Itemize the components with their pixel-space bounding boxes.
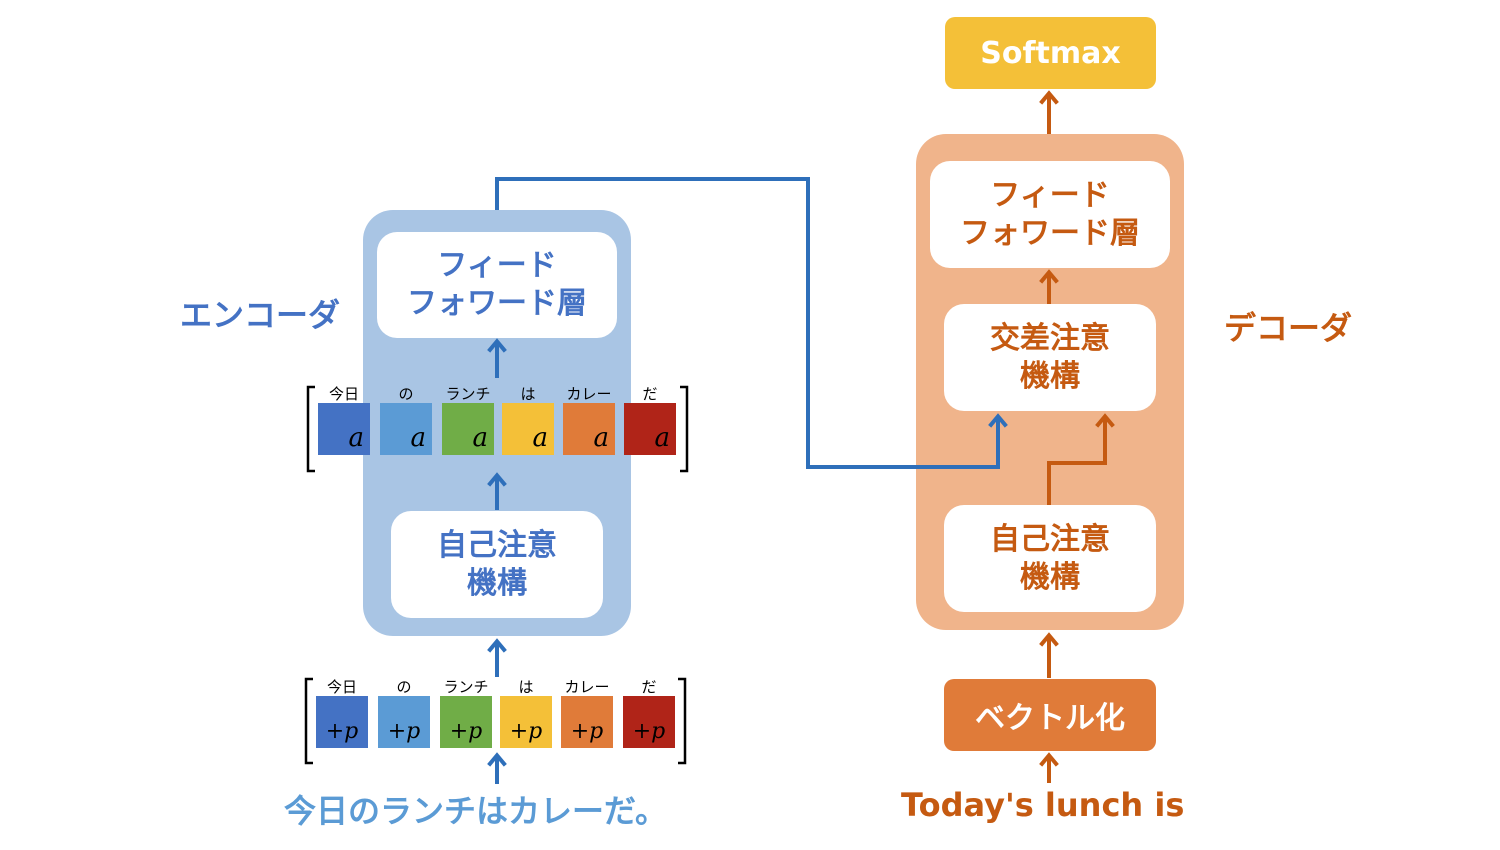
token-label: の <box>396 678 412 696</box>
decoder-self-attention-label: 自己注意 機構 <box>990 521 1110 595</box>
decoder-ffn-box: フィード フォワード層 <box>930 161 1170 268</box>
token-label: 今日 <box>326 678 357 696</box>
token-label: カレー <box>566 385 612 403</box>
token-box: a <box>563 403 615 455</box>
token-box: a <box>380 403 432 455</box>
token-box: +p <box>623 696 675 748</box>
token-label: カレー <box>564 678 610 696</box>
token-box: +p <box>316 696 368 748</box>
token-box: +p <box>561 696 613 748</box>
encoder-self-attention-label: 自己注意 機構 <box>437 527 557 601</box>
token-label: の <box>398 385 414 403</box>
softmax-box: Softmax <box>945 17 1156 89</box>
decoder-cross-attention-label: 交差注意 機構 <box>990 320 1110 394</box>
token-label: ランチ <box>443 678 489 696</box>
decoder-ffn-label: フィード フォワード層 <box>960 177 1140 251</box>
encoder-label: エンコーダ <box>180 296 341 334</box>
token-box: a <box>318 403 370 455</box>
decoder-self-attention-box: 自己注意 機構 <box>944 505 1156 612</box>
decoder-input-text: Today's lunch is <box>901 786 1185 824</box>
encoder-to-cross-attention-line <box>495 177 1008 469</box>
encoder-ffn-label: フィード フォワード層 <box>407 248 587 321</box>
token-label: 今日 <box>328 385 359 403</box>
bracket-left <box>304 677 313 765</box>
decoder-self-to-cross-line <box>1047 413 1115 505</box>
vectorize-label: ベクトル化 <box>975 701 1125 736</box>
token-label: だ <box>641 678 657 696</box>
token-box: +p <box>378 696 430 748</box>
token-label: は <box>518 678 534 696</box>
decoder-label: デコーダ <box>1224 309 1353 347</box>
token-box: a <box>502 403 554 455</box>
decoder-cross-attention-box: 交差注意 機構 <box>944 304 1156 411</box>
token-label: は <box>520 385 536 403</box>
token-box: a <box>624 403 676 455</box>
token-label: ランチ <box>445 385 491 403</box>
token-box: +p <box>440 696 492 748</box>
token-label: だ <box>642 385 658 403</box>
vectorize-box: ベクトル化 <box>944 679 1156 751</box>
token-box: a <box>442 403 494 455</box>
encoder-self-attention-box: 自己注意 機構 <box>391 511 603 618</box>
encoder-input-text: 今日のランチはカレーだ。 <box>284 792 668 830</box>
bracket-left <box>306 385 315 473</box>
token-box: +p <box>500 696 552 748</box>
softmax-label: Softmax <box>980 35 1121 71</box>
encoder-ffn-box: フィード フォワード層 <box>377 232 617 338</box>
bracket-right <box>678 677 687 765</box>
bracket-right <box>680 385 689 473</box>
